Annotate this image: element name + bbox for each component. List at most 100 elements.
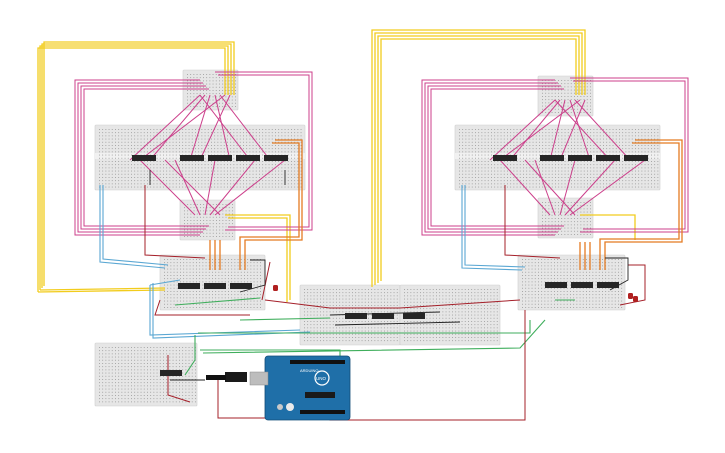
breadboard-hole xyxy=(108,148,110,150)
breadboard-hole xyxy=(268,135,270,137)
breadboard-hole xyxy=(342,340,344,342)
center-breadboard-right[interactable] xyxy=(399,284,501,346)
breadboard-hole xyxy=(589,307,591,308)
breadboard-hole xyxy=(326,327,328,329)
breadboard-hole xyxy=(523,164,524,166)
breadboard-hole xyxy=(193,74,195,75)
breadboard-hole xyxy=(468,141,470,143)
breadboard-hole xyxy=(342,305,344,306)
lower-left-breadboard[interactable] xyxy=(94,342,198,407)
breadboard-hole xyxy=(475,170,476,172)
breadboard-hole xyxy=(555,164,556,166)
breadboard-hole xyxy=(432,321,434,322)
breadboard-hole xyxy=(545,102,547,104)
breadboard-hole xyxy=(265,167,267,169)
breadboard-hole xyxy=(561,214,563,216)
breadboard-hole xyxy=(211,129,212,130)
breadboard-hole xyxy=(176,259,178,260)
breadboard-hole xyxy=(183,281,185,283)
breadboard-hole xyxy=(525,300,527,302)
breadboard-hole xyxy=(542,151,544,153)
breadboard-hole xyxy=(481,129,483,130)
breadboard-hole xyxy=(185,141,187,143)
breadboard-hole xyxy=(564,96,566,97)
breadboard-hole xyxy=(361,311,363,313)
breadboard-hole xyxy=(184,220,185,221)
breadboard-hole xyxy=(579,297,581,299)
breadboard-hole xyxy=(188,151,190,153)
breadboard-hole xyxy=(542,148,544,150)
breadboard-hole xyxy=(260,268,261,270)
breadboard-hole xyxy=(193,93,195,95)
left-breadboard-top[interactable] xyxy=(182,69,239,111)
breadboard-hole xyxy=(590,180,592,182)
breadboard-hole xyxy=(262,141,264,143)
breadboard-hole xyxy=(153,164,155,166)
breadboard-hole xyxy=(211,132,212,134)
breadboard-hole xyxy=(175,167,177,169)
breadboard-hole xyxy=(225,99,227,101)
breadboard-hole xyxy=(534,297,536,299)
breadboard-hole xyxy=(638,183,640,185)
breadboard-hole xyxy=(609,148,611,150)
breadboard-hole xyxy=(551,170,553,172)
breadboard-hole xyxy=(364,330,366,332)
breadboard-hole xyxy=(554,281,555,283)
breadboard-hole xyxy=(108,161,110,162)
breadboard-hole xyxy=(316,333,318,335)
breadboard-hole xyxy=(542,167,544,169)
breadboard-hole xyxy=(609,135,611,137)
breadboard-hole xyxy=(539,180,540,182)
breadboard-hole xyxy=(339,298,341,300)
breadboard-hole xyxy=(538,287,539,289)
breadboard-hole xyxy=(558,151,560,153)
breadboard-hole xyxy=(554,99,556,101)
breadboard-hole xyxy=(599,135,601,137)
breadboard-hole xyxy=(143,177,145,178)
breadboard-hole xyxy=(529,177,531,178)
breadboard-hole xyxy=(255,145,257,146)
breadboard-hole xyxy=(191,138,193,140)
breadboard-hole xyxy=(614,259,616,260)
breadboard-hole xyxy=(182,138,184,140)
breadboard-hole xyxy=(297,129,299,130)
breadboard-hole xyxy=(647,186,649,188)
breadboard-hole xyxy=(182,180,184,182)
breadboard-hole xyxy=(493,317,495,319)
breadboard-hole xyxy=(641,138,643,140)
breadboard-hole xyxy=(487,167,489,169)
breadboard-hole xyxy=(329,317,331,319)
breadboard-hole xyxy=(525,268,527,270)
breadboard-hole xyxy=(195,183,196,185)
breadboard-hole xyxy=(574,234,575,235)
breadboard-hole xyxy=(380,321,382,322)
breadboard-hole xyxy=(250,307,252,308)
breadboard-hole xyxy=(220,170,222,172)
breadboard-hole xyxy=(118,145,120,146)
breadboard-hole xyxy=(621,300,623,302)
breadboard-hole xyxy=(228,307,229,308)
breadboard-hole xyxy=(586,268,587,270)
breadboard-hole xyxy=(654,167,656,169)
breadboard-hole xyxy=(606,170,608,172)
breadboard-hole xyxy=(605,300,607,302)
breadboard-hole xyxy=(111,170,113,172)
breadboard-hole xyxy=(465,129,467,130)
breadboard-hole xyxy=(545,112,547,113)
breadboard-hole xyxy=(554,300,555,302)
breadboard-hole xyxy=(196,303,197,305)
breadboard-hole xyxy=(304,327,305,329)
breadboard-hole xyxy=(480,289,482,290)
breadboard-hole xyxy=(574,89,575,91)
breadboard-hole xyxy=(281,186,283,188)
breadboard-hole xyxy=(121,141,123,143)
breadboard-hole xyxy=(567,141,569,143)
breadboard-hole xyxy=(297,164,299,166)
breadboard-hole xyxy=(464,317,466,319)
breadboard-hole xyxy=(172,177,174,178)
breadboard-hole xyxy=(275,148,276,150)
breadboard-hole xyxy=(191,180,193,182)
breadboard-hole xyxy=(611,287,613,289)
